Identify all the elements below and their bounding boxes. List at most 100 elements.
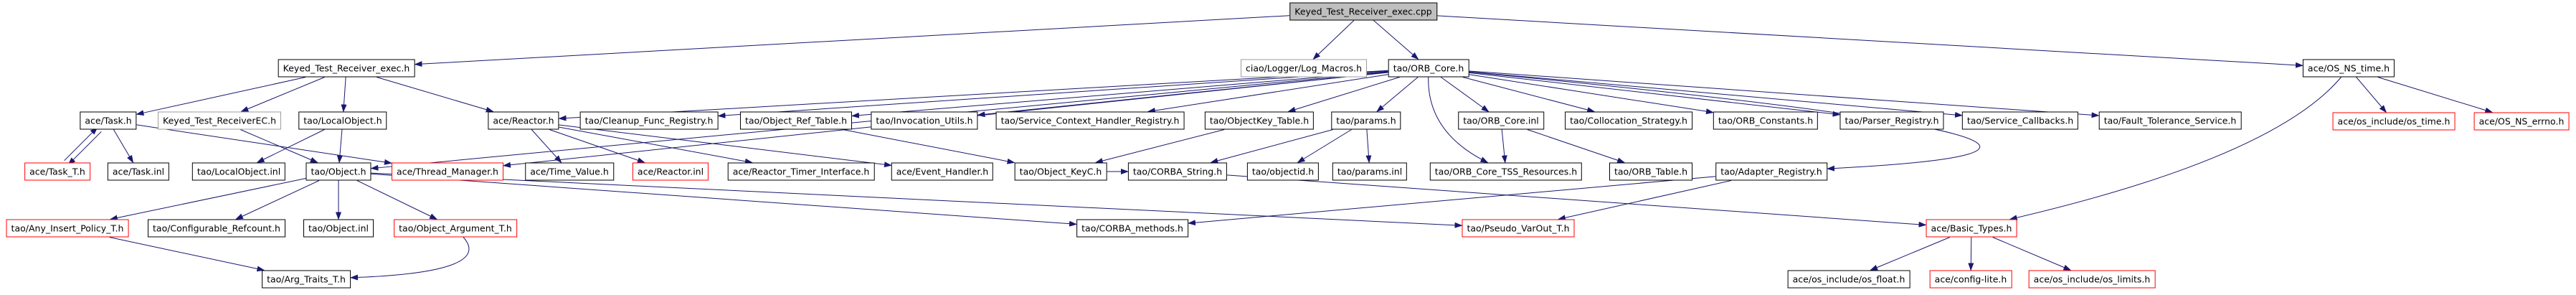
include-edge-basic_types-to-os_limits bbox=[1992, 237, 2072, 271]
graph-node-any_insert[interactable]: tao/Any_Insert_Policy_T.h bbox=[6, 219, 129, 238]
graph-node-reactor_timer[interactable]: ace/Reactor_Timer_Interface.h bbox=[727, 162, 875, 181]
graph-node-arg_traits[interactable]: tao/Arg_Traits_T.h bbox=[262, 270, 351, 289]
include-edge-orb_core-to-obj_ref_table bbox=[851, 71, 1388, 118]
graph-node-parser_registry[interactable]: tao/Parser_Registry.h bbox=[1839, 111, 1944, 130]
include-edge-params_h-to-params_inl bbox=[1365, 129, 1372, 164]
include-edge-orb_core-to-parser_registry bbox=[1469, 72, 1841, 117]
include-edge-exec_h-to-task_h bbox=[136, 77, 306, 116]
graph-node-config_lite[interactable]: ace/config-lite.h bbox=[1929, 270, 2012, 289]
graph-node-pseudo_varout[interactable]: tao/Pseudo_VarOut_T.h bbox=[1462, 219, 1575, 238]
graph-node-os_ns_errno[interactable]: ace/OS_NS_errno.h bbox=[2473, 112, 2570, 131]
include-edge-orb_core-to-service_callbacks bbox=[1469, 71, 1963, 118]
graph-node-objectid[interactable]: tao/objectid.h bbox=[1246, 162, 1320, 181]
include-edge-orb_core-to-tss_resources bbox=[1428, 77, 1489, 163]
include-edge-params_h-to-corba_string bbox=[1210, 129, 1333, 164]
graph-node-orb_core_inl[interactable]: tao/ORB_Core.inl bbox=[1458, 111, 1544, 130]
include-edge-exec_h-to-localobject_h bbox=[341, 77, 347, 113]
graph-node-task_inl[interactable]: ace/Task.inl bbox=[107, 162, 170, 181]
include-edge-orb_core-to-invocation_utils bbox=[977, 72, 1388, 118]
include-edge-os_ns_time-to-os_ns_errno bbox=[2377, 77, 2494, 113]
graph-node-adapter_registry[interactable]: tao/Adapter_Registry.h bbox=[1715, 162, 1827, 181]
graph-node-task_h[interactable]: ace/Task.h bbox=[80, 111, 137, 130]
graph-node-object_inl[interactable]: tao/Object.inl bbox=[303, 219, 374, 238]
graph-node-basic_types[interactable]: ace/Basic_Types.h bbox=[1926, 219, 2017, 238]
include-edge-orb_core_inl-to-orb_table bbox=[1527, 129, 1626, 164]
include-edge-reactor_h-to-reactor_timer bbox=[559, 126, 753, 164]
include-edge-any_insert-to-arg_traits bbox=[109, 237, 265, 272]
include-edge-objectkey_table-to-object_keyc bbox=[1094, 129, 1225, 164]
graph-node-corba_string[interactable]: tao/CORBA_String.h bbox=[1127, 162, 1228, 181]
include-edge-obj_ref_table-to-object_keyc bbox=[842, 129, 1015, 164]
graph-node-reactor_h[interactable]: ace/Reactor.h bbox=[488, 111, 559, 130]
include-edge-localobject_h-to-localobject_inl bbox=[256, 129, 325, 163]
include-edge-reactor_h-to-time_value bbox=[531, 129, 562, 164]
include-edge-exec_cpp-to-log_macros bbox=[1312, 20, 1355, 60]
graph-node-localobject_h[interactable]: tao/LocalObject.h bbox=[298, 111, 387, 130]
graph-node-exec_cpp: Keyed_Test_Receiver_exec.cpp bbox=[1289, 2, 1437, 21]
include-edge-orb_core-to-params_h bbox=[1376, 77, 1419, 113]
graph-node-localobject_inl[interactable]: tao/LocalObject.inl bbox=[191, 162, 286, 181]
graph-node-task_t[interactable]: ace/Task_T.h bbox=[24, 162, 90, 181]
include-edge-object_h-to-pseudo_varout bbox=[371, 172, 1463, 228]
include-edge-task_h-to-task_inl bbox=[113, 129, 134, 164]
include-edge-task_t-to-task_h bbox=[64, 126, 98, 161]
graph-node-orb_constants[interactable]: tao/ORB_Constants.h bbox=[1713, 111, 1819, 130]
graph-node-obj_ref_table[interactable]: tao/Object_Ref_Table.h bbox=[739, 111, 853, 130]
graph-node-receiver_ec[interactable]: Keyed_Test_ReceiverEC.h bbox=[157, 111, 282, 130]
graph-node-invocation_utils[interactable]: tao/Invocation_Utils.h bbox=[871, 111, 978, 130]
include-edge-params_h-to-objectid bbox=[1297, 129, 1352, 164]
include-edge-object_h-to-configurable bbox=[235, 180, 320, 220]
graph-node-fault_tolerance[interactable]: tao/Fault_Tolerance_Service.h bbox=[2098, 111, 2242, 130]
graph-node-object_argument[interactable]: tao/Object_Argument_T.h bbox=[394, 219, 517, 238]
include-edge-orb_core-to-adapter_registry bbox=[1469, 71, 1981, 172]
graph-node-thread_manager[interactable]: ace/Thread_Manager.h bbox=[392, 162, 503, 181]
include-edge-reactor_h-to-event_handler bbox=[559, 124, 892, 168]
include-edge-adapter_registry-to-pseudo_varout bbox=[1557, 180, 1732, 221]
include-edge-orb_core-to-orb_constants bbox=[1469, 74, 1714, 115]
include-edge-exec_h-to-reactor_h bbox=[377, 77, 494, 113]
graph-node-service_callbacks[interactable]: tao/Service_Callbacks.h bbox=[1961, 111, 2079, 130]
graph-node-log_macros[interactable]: ciao/Logger/Log_Macros.h bbox=[1241, 59, 1367, 78]
include-edge-object_h-to-object_argument bbox=[356, 180, 438, 220]
graph-node-cleanup[interactable]: tao/Cleanup_Func_Registry.h bbox=[579, 111, 719, 130]
graph-node-exec_h[interactable]: Keyed_Test_Receiver_exec.h bbox=[278, 59, 415, 78]
graph-node-collocation[interactable]: tao/Collocation_Strategy.h bbox=[1565, 111, 1692, 130]
graph-node-event_handler[interactable]: ace/Event_Handler.h bbox=[891, 162, 994, 181]
graph-node-object_h[interactable]: tao/Object.h bbox=[306, 162, 371, 181]
include-edge-object_argument-to-arg_traits bbox=[350, 237, 470, 281]
include-edge-orb_core-to-objectkey_table bbox=[1287, 77, 1400, 113]
graph-node-object_keyc[interactable]: tao/Object_KeyC.h bbox=[1014, 162, 1107, 181]
graph-node-os_ns_time[interactable]: ace/OS_NS_time.h bbox=[2302, 59, 2395, 78]
include-edge-os_ns_time-to-os_time bbox=[2356, 77, 2387, 113]
include-edge-exec_h-to-receiver_ec bbox=[240, 77, 325, 112]
graph-node-params_h[interactable]: tao/params.h bbox=[1331, 111, 1401, 130]
include-edge-corba_string-to-basic_types bbox=[1226, 174, 1927, 228]
include-edge-adapter_registry-to-corba_methods bbox=[1188, 176, 1716, 226]
graph-node-os_limits[interactable]: ace/os_include/os_limits.h bbox=[2028, 270, 2156, 289]
include-edge-object_h-to-any_insert bbox=[109, 178, 306, 221]
graph-node-time_value[interactable]: ace/Time_Value.h bbox=[525, 162, 614, 181]
graph-node-params_inl[interactable]: tao/params.inl bbox=[1332, 162, 1408, 181]
include-edge-orb_core-to-schr bbox=[1147, 74, 1388, 113]
include-edge-orb_core-to-orb_core_inl bbox=[1440, 77, 1490, 113]
include-edge-object_h-to-corba_methods bbox=[371, 173, 1077, 227]
include-edge-basic_types-to-os_float bbox=[1870, 237, 1951, 271]
include-edge-task_h-to-task_t bbox=[67, 131, 102, 166]
include-edge-orb_core-to-collocation bbox=[1462, 77, 1596, 113]
graph-node-os_time[interactable]: ace/os_include/os_time.h bbox=[2332, 112, 2456, 131]
graph-node-configurable[interactable]: tao/Configurable_Refcount.h bbox=[148, 219, 285, 238]
include-edge-exec_cpp-to-orb_core bbox=[1373, 20, 1419, 60]
graph-node-os_float[interactable]: ace/os_include/os_float.h bbox=[1787, 270, 1910, 289]
include-edge-orb_core-to-reactor_h bbox=[558, 70, 1388, 121]
graph-node-schr[interactable]: tao/Service_Context_Handler_Registry.h bbox=[995, 111, 1185, 130]
include-edge-exec_cpp-to-os_ns_time bbox=[1436, 15, 2303, 68]
graph-node-corba_methods[interactable]: tao/CORBA_methods.h bbox=[1076, 219, 1188, 238]
include-edge-localobject_h-to-object_h bbox=[336, 129, 343, 164]
graph-node-objectkey_table[interactable]: tao/ObjectKey_Table.h bbox=[1204, 111, 1315, 130]
graph-node-orb_core[interactable]: tao/ORB_Core.h bbox=[1388, 59, 1469, 78]
graph-node-orb_table[interactable]: tao/ORB_Table.h bbox=[1609, 162, 1692, 181]
graph-node-reactor_inl[interactable]: ace/Reactor.inl bbox=[632, 162, 709, 181]
graph-node-tss_resources[interactable]: tao/ORB_Core_TSS_Resources.h bbox=[1429, 162, 1583, 181]
